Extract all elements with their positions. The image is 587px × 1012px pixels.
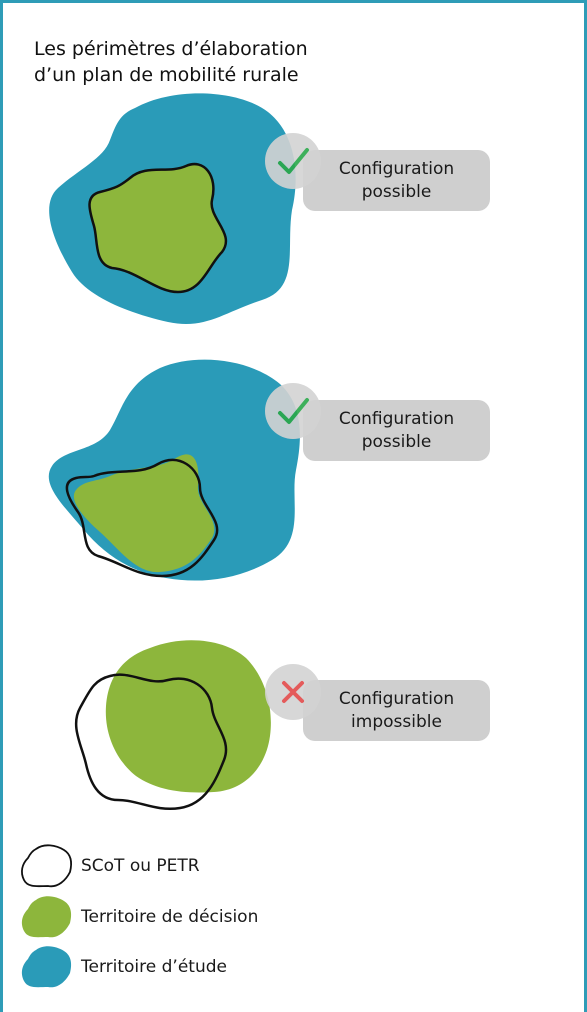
study-territory-swatch xyxy=(21,946,72,988)
decision-territory-shape xyxy=(88,163,228,294)
decision-territory-shape xyxy=(105,640,271,793)
badge-line-2: possible xyxy=(361,181,432,202)
configuration-3-badge: Configuration impossible xyxy=(303,680,490,741)
legend-label-scot: SCoT ou PETR xyxy=(81,856,200,876)
configuration-3-shapes xyxy=(74,640,271,811)
check-icon xyxy=(265,383,321,439)
badge-line-2: impossible xyxy=(351,711,442,732)
scot-outline-shape xyxy=(74,673,228,811)
badge-line-2: possible xyxy=(361,431,432,452)
scot-outline-shape xyxy=(65,458,219,578)
check-icon xyxy=(265,133,321,189)
badge-line-1: Configuration xyxy=(338,158,455,179)
legend-swatches xyxy=(21,844,72,988)
decision-territory-shape xyxy=(73,454,215,573)
scot-outline-swatch xyxy=(21,844,72,888)
badge-line-1: Configuration xyxy=(338,688,455,709)
decision-territory-swatch xyxy=(21,896,72,938)
cross-icon xyxy=(265,664,321,720)
badge-line-1: Configuration xyxy=(338,408,455,429)
configuration-2-badge: Configuration possible xyxy=(303,400,490,461)
configuration-2-shapes xyxy=(48,359,300,581)
figure-title: Les périmètres d’élaboration d’un plan d… xyxy=(34,36,308,88)
title-line-1: Les périmètres d’élaboration xyxy=(34,38,308,60)
configuration-1-shapes xyxy=(49,93,296,324)
legend-label-decision: Territoire de décision xyxy=(81,907,259,927)
legend-label-study: Territoire d’étude xyxy=(81,957,227,977)
configuration-1-badge: Configuration possible xyxy=(303,150,490,211)
title-line-2: d’un plan de mobilité rurale xyxy=(34,64,299,86)
